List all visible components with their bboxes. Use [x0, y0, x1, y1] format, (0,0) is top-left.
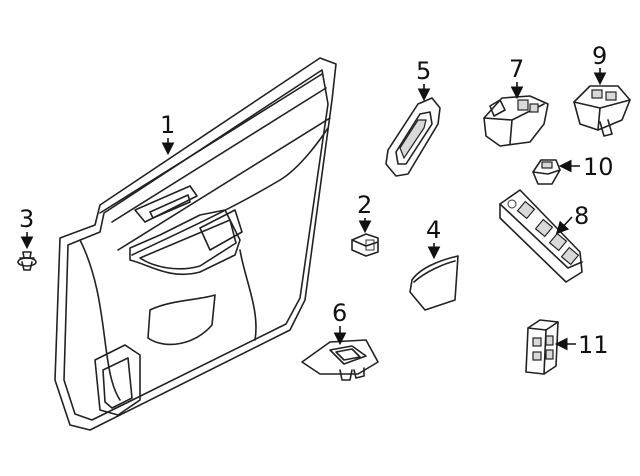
callout-2: 2 — [357, 191, 372, 219]
callout-7: 7 — [509, 55, 524, 83]
callout-numbers: 1 2 3 4 5 6 7 8 9 10 11 — [19, 42, 614, 359]
callout-4: 4 — [426, 216, 441, 244]
callout-11: 11 — [578, 331, 609, 359]
callout-5: 5 — [416, 57, 431, 85]
part-10-small-switch — [532, 159, 561, 185]
callout-9: 9 — [592, 42, 607, 70]
part-5-handle-bezel — [385, 97, 441, 177]
leader-8 — [555, 216, 573, 235]
part-8-master-window-switch — [499, 189, 583, 283]
callout-1: 1 — [160, 111, 175, 139]
callout-8: 8 — [574, 202, 589, 230]
part-6-switch-bezel — [301, 339, 379, 381]
callout-3: 3 — [19, 205, 34, 233]
leader-lines — [20, 68, 607, 351]
callout-10: 10 — [583, 153, 614, 181]
callout-6: 6 — [332, 299, 347, 327]
part-7-mirror-switch — [483, 95, 549, 147]
part-9-switch-module — [573, 85, 631, 137]
door-trim-panel — [54, 57, 337, 431]
part-4-trim-cover — [409, 255, 459, 311]
part-2-clip — [351, 233, 379, 257]
part-3-push-pin — [17, 251, 37, 271]
part-11-switch-pack — [525, 319, 559, 375]
